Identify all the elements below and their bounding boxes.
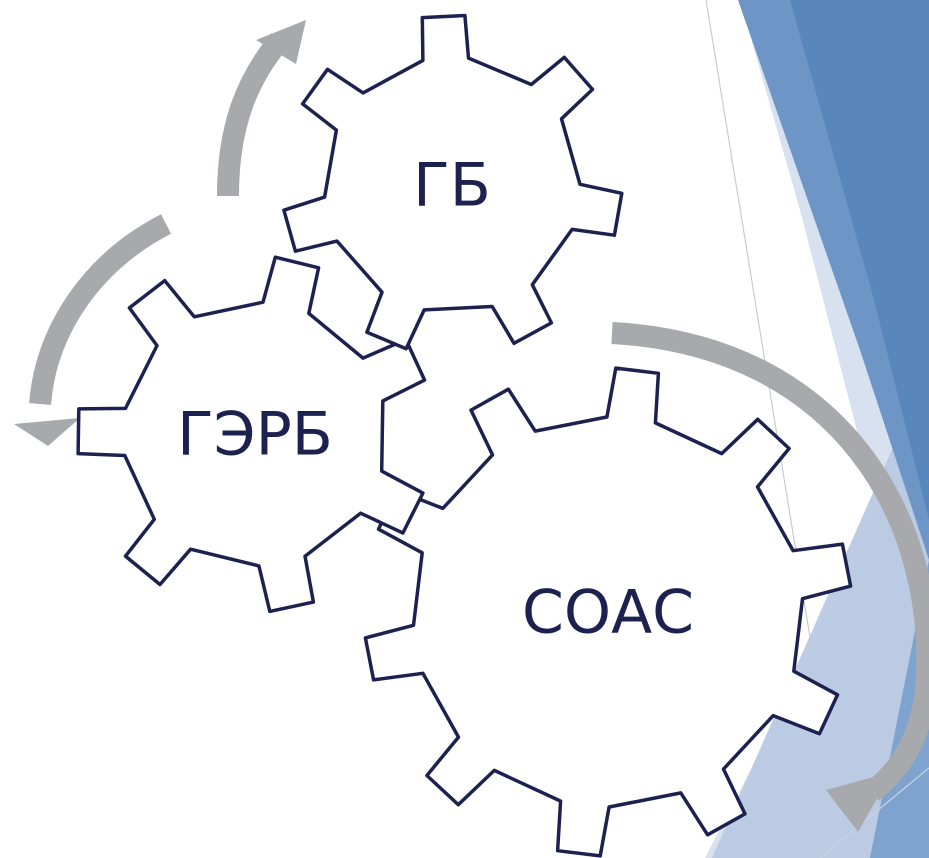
gear-gb: ГБ [282,13,624,351]
gear-gb-label: ГБ [413,151,491,221]
gear-gerb-shape [76,255,427,614]
cycle-arrows [14,20,929,832]
gears-layer: СОАС ГЭРБ ГБ [76,13,853,858]
gear-soas-label: СОАС [522,578,694,648]
arrow-head-top [256,20,306,64]
arrow-curve-right [611,322,929,801]
arrow-head-right [826,772,892,832]
gear-gb-shape [282,13,624,351]
arrow-head-left [14,418,80,446]
decor-line-2 [819,767,929,858]
arrow-curve-top [217,32,289,197]
gear-gerb: ГЭРБ [76,255,427,614]
gear-gerb-label: ГЭРБ [177,400,333,470]
arrow-curve-left [29,214,172,406]
decor-dark-band [790,0,929,520]
